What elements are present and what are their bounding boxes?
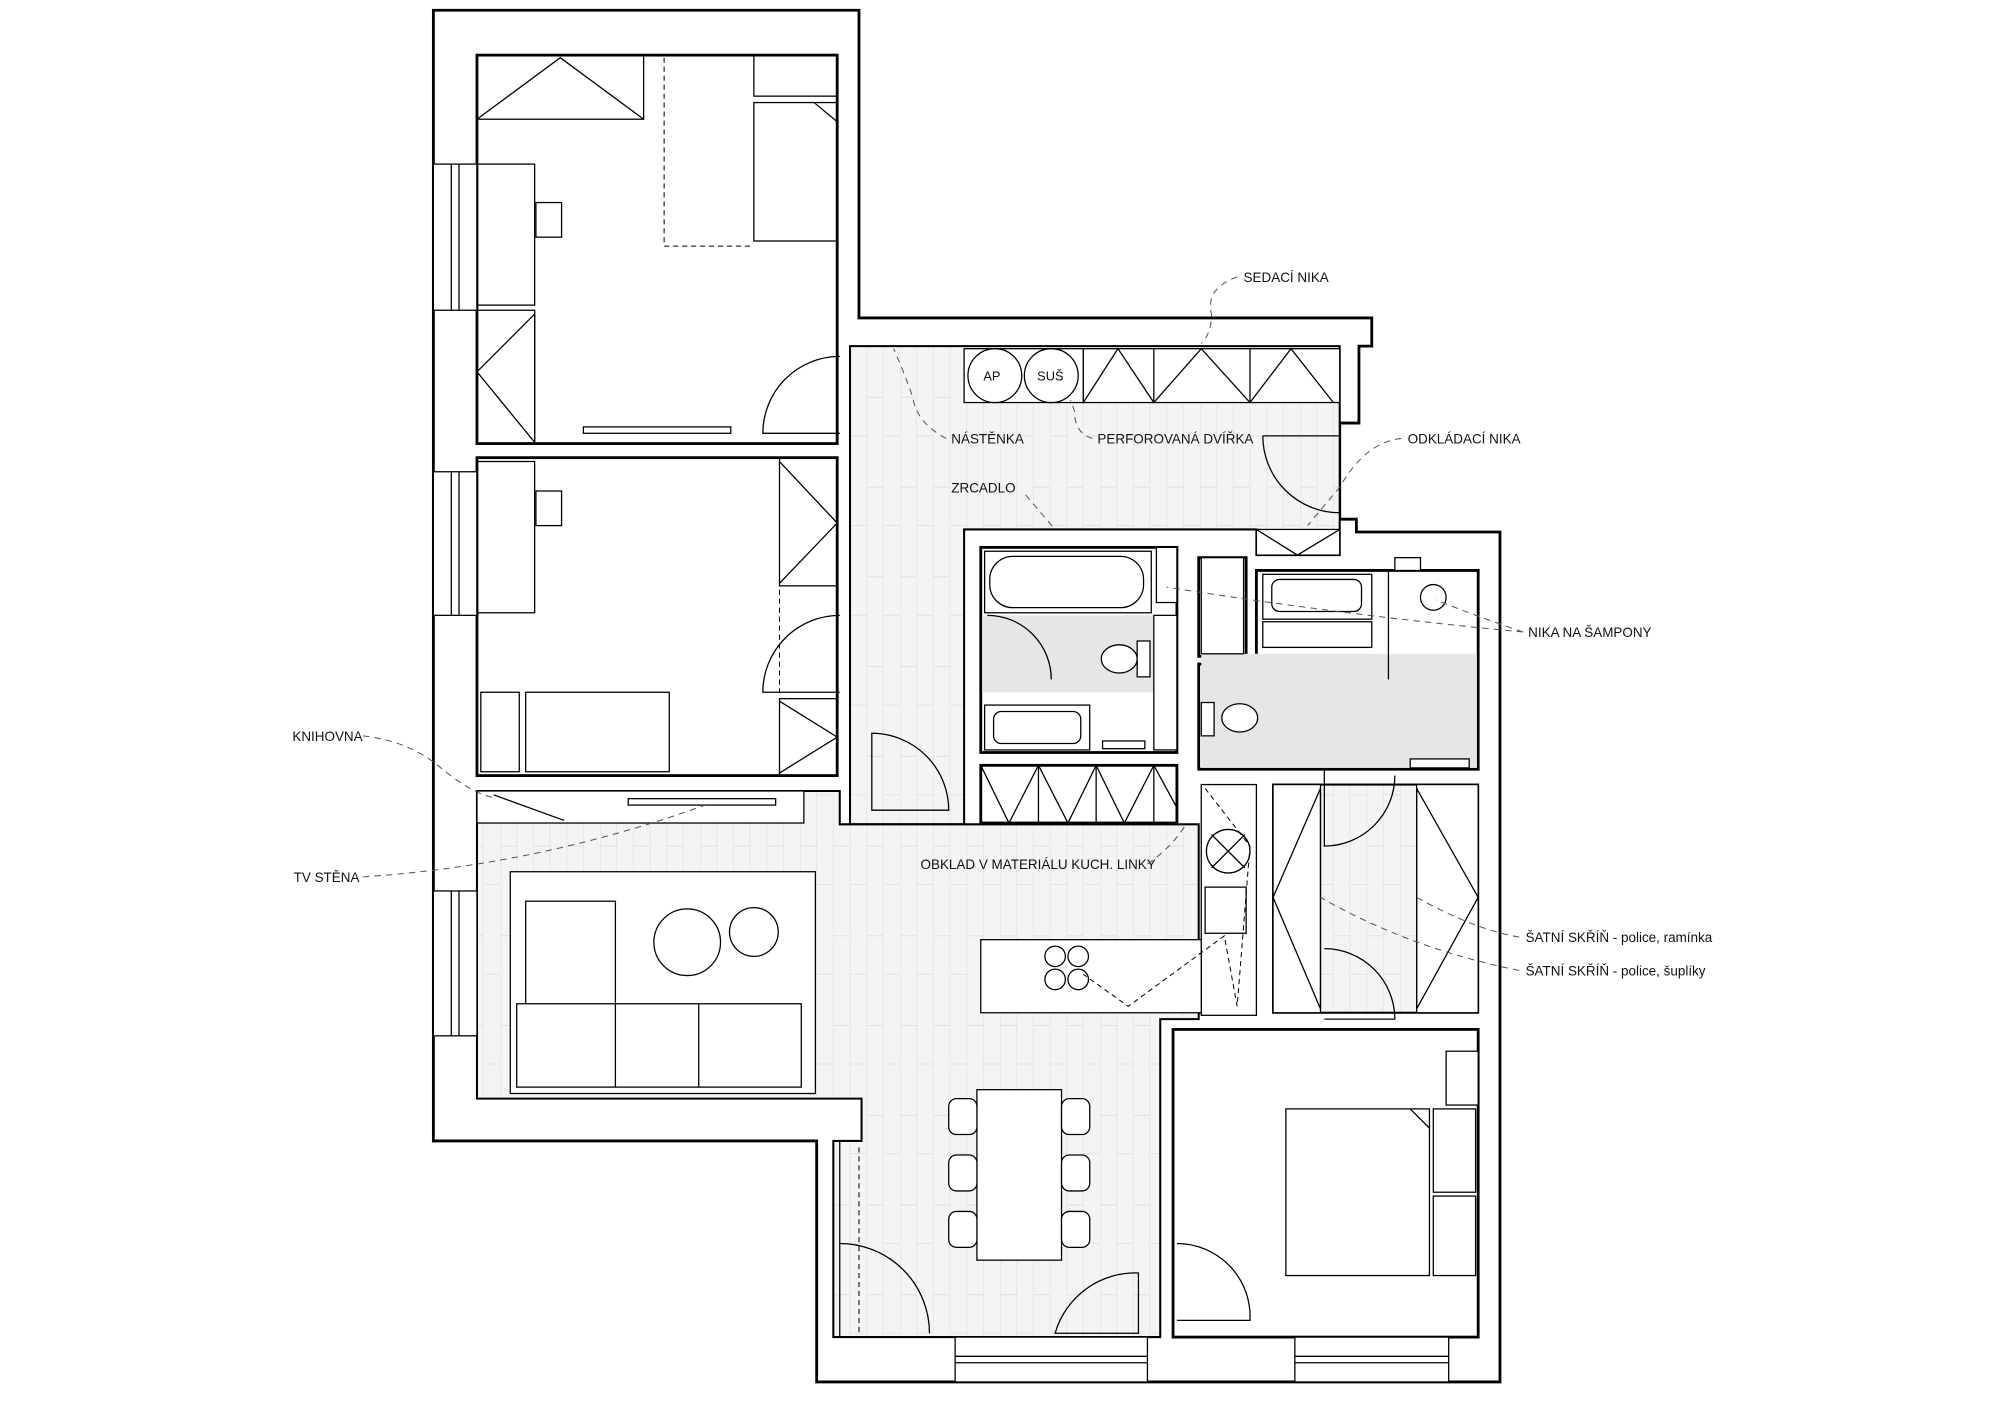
dryer-label: SUŠ <box>1037 369 1063 384</box>
dining <box>839 1089 1140 1334</box>
label-sedaci-nika: SEDACÍ NIKA <box>1244 270 1329 285</box>
label-knihovna: KNIHOVNA <box>292 729 362 744</box>
door-arc <box>762 355 840 434</box>
label-zrcadlo: ZRCADLO <box>951 480 1015 495</box>
bedroom-1 <box>475 53 839 445</box>
label-nastenka: NÁSTĚNKA <box>951 432 1024 447</box>
label-obklad: OBKLAD V MATERIÁLU KUCH. LINKY <box>921 857 1156 872</box>
label-satni-skrin-supliky: ŠATNÍ SKŘÍŇ - police, šuplíky <box>1526 964 1706 979</box>
wardrobe-hall <box>979 763 1179 825</box>
hall-furniture: AP SUŠ <box>871 347 1341 811</box>
bedroom-1-furniture <box>476 54 840 445</box>
label-odkladaci-nika: ODKLÁDACÍ NIKA <box>1408 432 1521 447</box>
windows <box>432 163 1450 1383</box>
kitchen <box>980 783 1258 1016</box>
bedroom-2-furniture <box>476 457 840 777</box>
wardrobes <box>980 763 1479 1020</box>
bathroom-fixtures <box>983 546 1470 847</box>
leader-lines <box>362 276 1524 971</box>
label-tv-stena: TV STĚNA <box>294 870 360 885</box>
label-perforovana-dvirka: PERFOROVANÁ DVÍŘKA <box>1097 432 1253 447</box>
bedroom-3-furniture <box>1176 1050 1479 1322</box>
label-nika-na-sampony: NIKA NA ŠAMPONY <box>1528 625 1651 640</box>
bedroom-2 <box>475 456 839 777</box>
living-furniture <box>476 790 817 1095</box>
label-satni-skrin-raminka: ŠATNÍ SKŘÍŇ - police, ramínka <box>1526 930 1713 945</box>
washer-label: AP <box>983 369 1000 384</box>
